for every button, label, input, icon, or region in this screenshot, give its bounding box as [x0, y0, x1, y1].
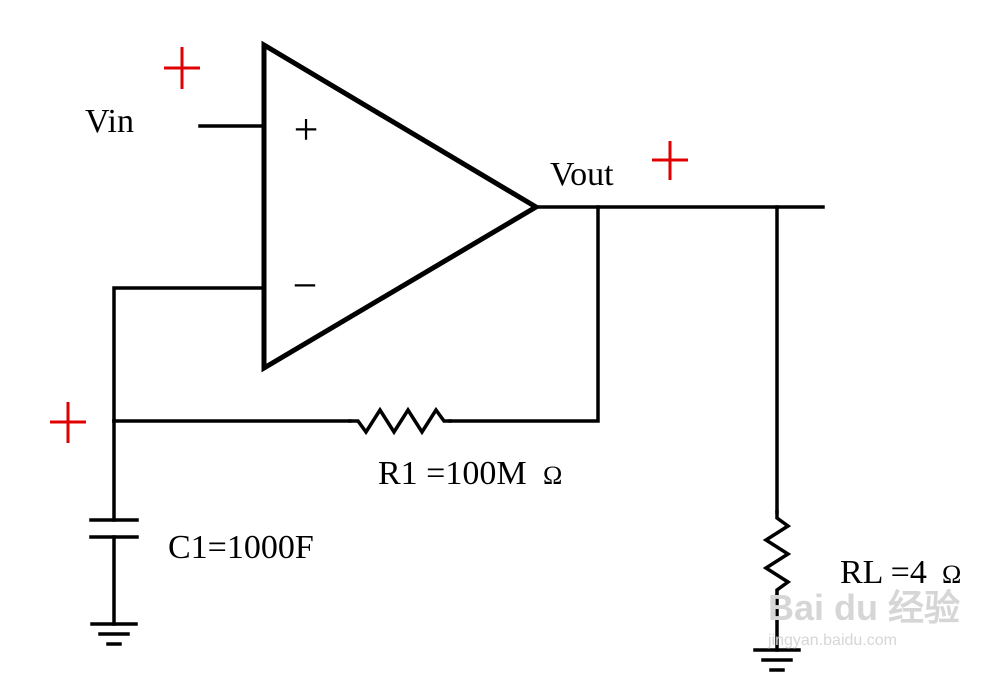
rl-label: RL =4 [840, 554, 927, 591]
polarity-mark-output [652, 141, 688, 180]
rl-unit-label: Ω [942, 560, 961, 589]
watermark-logo: Bai du 经验 [768, 587, 960, 628]
watermark-url: jingyan.baidu.com [767, 632, 897, 649]
r1-label: R1 =100M [378, 455, 527, 492]
opamp-triangle [261, 40, 541, 373]
r1-resistor [348, 406, 452, 436]
polarity-mark-capacitor [50, 402, 86, 443]
opamp-inverting-symbol: − [293, 261, 318, 310]
rl-ground-symbol [753, 648, 801, 672]
vout-label: Vout [550, 156, 614, 193]
c1-ground-symbol [90, 622, 138, 646]
polarity-mark-input [164, 47, 200, 89]
c1-label: C1=1000F [168, 529, 314, 566]
opamp-noninverting-symbol: + [294, 105, 319, 154]
rl-resistor [762, 510, 792, 598]
feedback-wire [448, 205, 600, 423]
inverting-input-wire [112, 286, 266, 423]
r1-unit-label: Ω [543, 461, 562, 490]
vin-label: Vin [85, 103, 134, 140]
